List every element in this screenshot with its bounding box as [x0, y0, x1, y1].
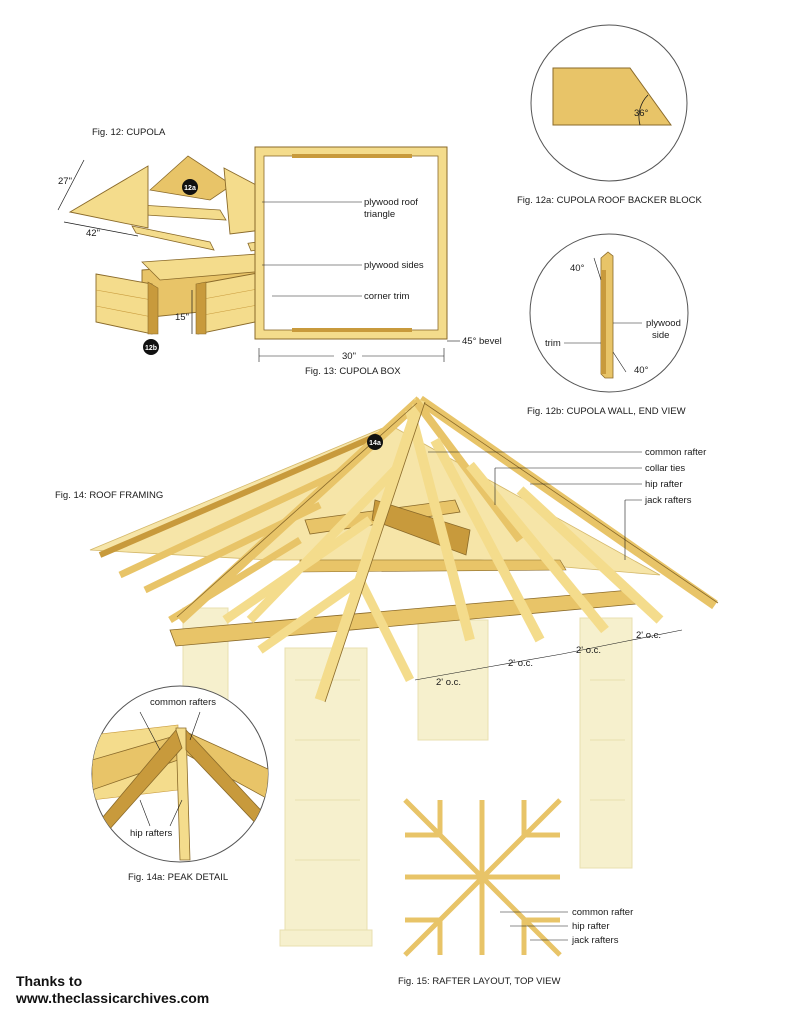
plywood-roof-triangle-left [68, 165, 149, 229]
label-layout-common: common rafter [572, 907, 633, 918]
backer-block-shape [552, 67, 672, 126]
fig14-caption: Fig. 14: ROOF FRAMING [55, 490, 163, 501]
corner-trim-left [147, 281, 159, 335]
label-common-rafters: common rafters [150, 697, 216, 708]
fig15-labels: common rafter hip rafter jack rafters Fi… [398, 907, 633, 987]
fig15-caption: Fig. 15: RAFTER LAYOUT, TOP VIEW [398, 976, 560, 987]
common-rafter-front [405, 408, 475, 642]
top-plate-front [169, 589, 637, 647]
dim-line-42 [63, 221, 139, 237]
ghost-post-right [579, 617, 633, 869]
credit-line-1: Thanks to [16, 973, 83, 989]
dim-42: 42" [86, 228, 100, 239]
spacing-2oc-2: 2' o.c. [508, 658, 533, 669]
label-triangle: triangle [364, 209, 395, 220]
label-corner-trim: corner trim [364, 291, 409, 302]
label-layout-jack: jack rafters [571, 935, 619, 946]
fig12b-wall-end-view: 40° 40° trim plywood side Fig. 12b: CUPO… [527, 233, 689, 417]
plywood-side-left [95, 273, 153, 335]
cupola-wall-trim [601, 270, 606, 374]
angle-40-top: 40° [570, 263, 585, 274]
corner-trim-right [195, 281, 207, 335]
hip-rafter-detail [175, 727, 191, 861]
fig14-roof-framing: 14a common rafter collar ties hip rafter… [55, 395, 719, 703]
fig13-caption: Fig. 13: CUPOLA BOX [305, 366, 401, 377]
box-trim-top [292, 154, 412, 158]
angle-36: 36° [634, 108, 649, 119]
cupola-roof-rib [139, 204, 227, 221]
label-plywood-sides: plywood sides [364, 260, 424, 271]
jack-rafter-front-1 [430, 437, 545, 643]
dim-27: 27" [58, 176, 72, 187]
fig13-cupola-box: plywood roof triangle plywood sides corn… [254, 146, 502, 377]
fig12b-caption: Fig. 12b: CUPOLA WALL, END VIEW [527, 406, 686, 417]
badge-14a-text: 14a [369, 440, 381, 447]
jack-rafter-left-1 [246, 466, 399, 624]
badge-12b-text: 12b [145, 345, 157, 352]
label-layout-hip: hip rafter [572, 921, 610, 932]
label-trim: trim [545, 338, 561, 349]
credit-url: www.theclassicarchives.com [16, 990, 210, 1006]
fig12a-caption: Fig. 12a: CUPOLA ROOF BACKER BLOCK [517, 195, 702, 206]
jack-rafter-front-2 [466, 461, 609, 634]
hip-rafter-front [314, 398, 426, 702]
badge-12a [182, 179, 198, 195]
rear-rafter [98, 427, 392, 558]
label-hip-rafter: hip rafter [645, 479, 683, 490]
jack-rafter-front-4 [355, 577, 415, 683]
jack-rafter-front-3 [516, 486, 664, 624]
label-plywood: plywood [646, 318, 681, 329]
fig15-rafter-layout [403, 798, 562, 957]
dim-line-27 [57, 159, 85, 211]
box-trim-bottom [292, 328, 412, 332]
spacing-2oc-3: 2' o.c. [576, 645, 601, 656]
jack-rafter-left-2 [222, 516, 373, 624]
top-plate-rear [299, 559, 567, 573]
badge-12a-text: 12a [184, 185, 196, 192]
cupola-roof-rib [131, 225, 215, 251]
fig14a-peak-detail: common rafters hip rafters Fig. 14a: PEA… [91, 685, 269, 883]
spacing-2oc-4: 2' o.c. [636, 630, 661, 641]
ghost-post-rear [417, 619, 489, 741]
label-hip-rafters: hip rafters [130, 828, 172, 839]
badge-14a [367, 434, 383, 450]
jack-rafter [118, 466, 347, 579]
fig12-caption: Fig. 12: CUPOLA [92, 127, 166, 138]
label-common-rafter: common rafter [645, 447, 706, 458]
label-collar-ties: collar ties [645, 463, 685, 474]
fig12a-backer-block: 36° Fig. 12a: CUPOLA ROOF BACKER BLOCK [517, 24, 702, 206]
spacing-2oc-1: 2' o.c. [436, 677, 461, 688]
label-45-bevel: 45° bevel [462, 336, 502, 347]
dim-15: 15" [175, 312, 189, 323]
common-rafter-rear [411, 397, 524, 543]
dim-30: 30" [342, 351, 356, 362]
badge-12b [143, 339, 159, 355]
label-jack-rafters: jack rafters [644, 495, 692, 506]
label-side: side [652, 330, 669, 341]
label-plywood-roof: plywood roof [364, 197, 418, 208]
jack-rafter-left-3 [257, 576, 363, 654]
angle-40-bottom: 40° [634, 365, 649, 376]
fig14a-caption: Fig. 14a: PEAK DETAIL [128, 872, 228, 883]
